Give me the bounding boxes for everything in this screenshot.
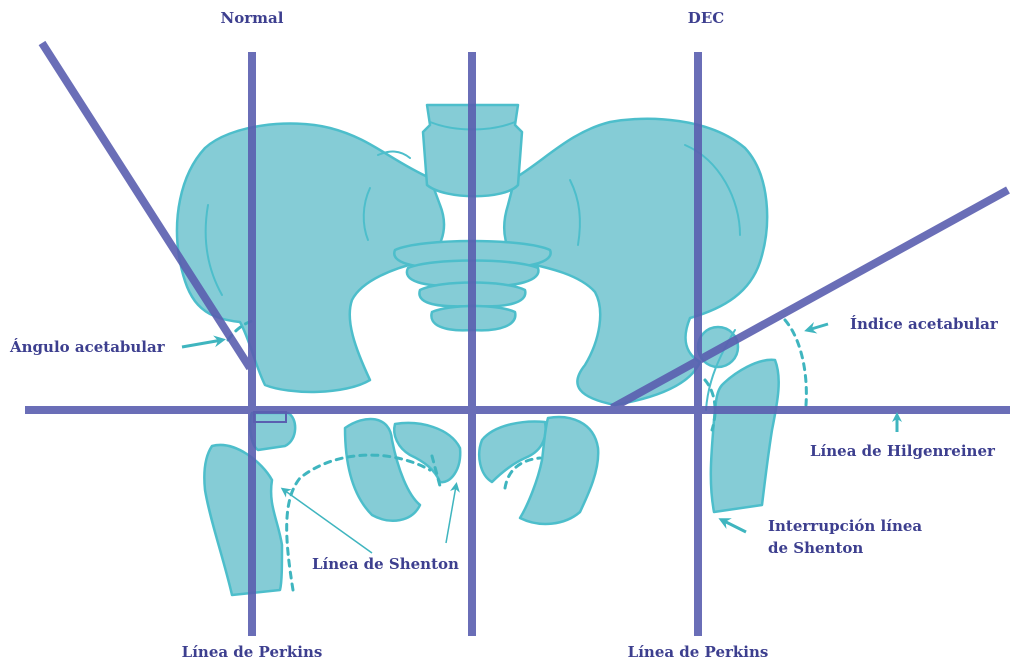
arrow-icon — [182, 340, 222, 347]
arrow-icon — [722, 520, 746, 532]
pelvis — [177, 105, 779, 595]
label-angulo-acetabular: Ángulo acetabular — [10, 337, 165, 357]
arrow-icon — [446, 486, 456, 543]
left-pubis — [394, 423, 460, 482]
label-perkins-right: Línea de Perkins — [628, 642, 769, 662]
left-femoral-head — [250, 413, 295, 450]
arrow-icon — [808, 324, 828, 330]
header-dec: DEC — [688, 8, 724, 28]
right-femur — [711, 360, 779, 512]
label-linea-shenton: Línea de Shenton — [312, 554, 459, 574]
label-linea-hilgenreiner: Línea de Hilgenreiner — [810, 441, 995, 461]
label-indice-acetabular: Índice acetabular — [850, 314, 998, 334]
label-perkins-left: Línea de Perkins — [182, 642, 323, 662]
left-femur — [204, 445, 282, 595]
label-interrupcion-shenton-2: de Shenton — [768, 538, 863, 558]
acetabular-index-arc — [785, 320, 806, 405]
header-normal: Normal — [221, 8, 284, 28]
label-interrupcion-shenton-1: Interrupción línea — [768, 516, 922, 536]
